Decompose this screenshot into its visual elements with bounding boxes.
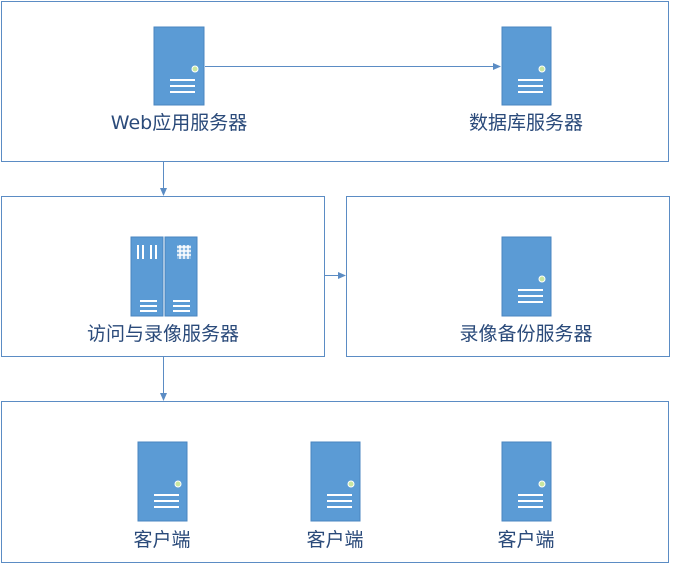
connector-web-to-db — [205, 63, 501, 70]
panel-top — [1, 1, 669, 162]
rack-server-icon — [130, 236, 198, 317]
access-recording-server-label: 访问与录像服务器 — [87, 323, 239, 345]
backup-server-node[interactable]: 录像备份服务器 — [459, 236, 593, 345]
server-icon — [501, 26, 552, 106]
db-server-label: 数据库服务器 — [469, 112, 583, 134]
connector-top-to-middle — [160, 162, 167, 196]
client-node-3[interactable]: 客户端 — [497, 441, 555, 551]
connector-middle-to-backup — [325, 272, 346, 279]
client-node-2[interactable]: 客户端 — [306, 441, 364, 551]
connector-middle-to-clients — [160, 357, 167, 401]
server-icon — [501, 441, 552, 522]
server-icon — [137, 441, 188, 522]
server-icon — [153, 26, 205, 106]
access-recording-server-node[interactable]: 访问与录像服务器 — [87, 236, 239, 345]
client-label-1: 客户端 — [133, 529, 190, 551]
backup-server-label: 录像备份服务器 — [459, 323, 592, 345]
db-server-node[interactable]: 数据库服务器 — [469, 26, 583, 134]
web-server-node[interactable]: Web应用服务器 — [111, 26, 247, 134]
server-icon — [501, 236, 552, 317]
client-label-3: 客户端 — [497, 529, 554, 551]
client-node-1[interactable]: 客户端 — [133, 441, 191, 551]
web-server-label: Web应用服务器 — [111, 112, 247, 134]
client-label-2: 客户端 — [306, 529, 363, 551]
server-icon — [310, 441, 361, 522]
